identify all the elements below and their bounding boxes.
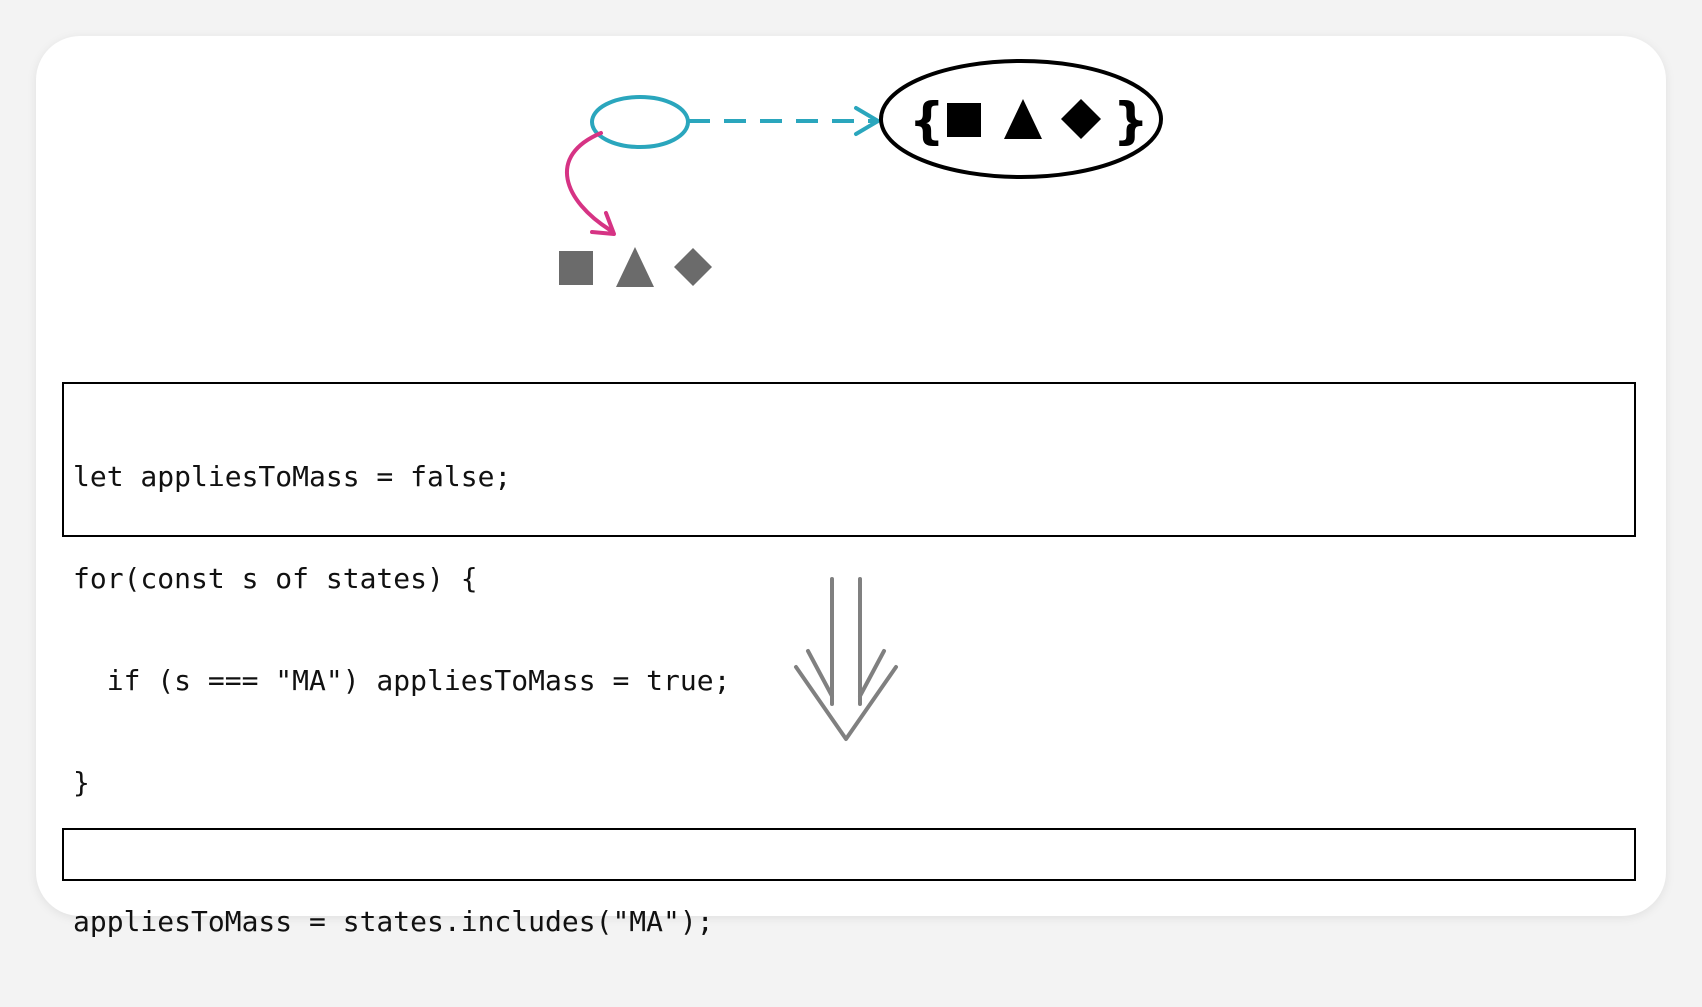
element-diamond — [674, 248, 712, 286]
iteration-diagram: { } — [559, 59, 1163, 287]
diagram-card: { } let appliesToMass = false; for(const… — [36, 36, 1666, 938]
code-after-line: appliesToMass = states.includes("MA"); — [73, 905, 714, 938]
code-before-line: if (s === "MA") appliesToMass = true; — [73, 664, 731, 697]
collection-diamond — [1061, 99, 1101, 139]
code-before-line: for(const s of states) { — [73, 562, 478, 595]
variable-oval — [590, 95, 690, 149]
code-before-box: let appliesToMass = false; for(const s o… — [62, 382, 1636, 799]
element-square — [559, 251, 593, 285]
element-triangle — [616, 247, 654, 287]
code-after-box: appliesToMass = states.includes("MA"); — [62, 828, 1636, 938]
code-before-line: } — [73, 766, 90, 799]
reference-arrowhead — [854, 106, 880, 136]
collection-square — [947, 103, 981, 137]
collection-brace-close: } — [1113, 92, 1149, 150]
code-before-line: let appliesToMass = false; — [73, 460, 512, 493]
collection-triangle — [1004, 99, 1042, 139]
collection-brace-open: { — [909, 92, 945, 150]
iteration-arrowhead — [590, 211, 616, 236]
iteration-arrow-curve — [565, 131, 612, 232]
